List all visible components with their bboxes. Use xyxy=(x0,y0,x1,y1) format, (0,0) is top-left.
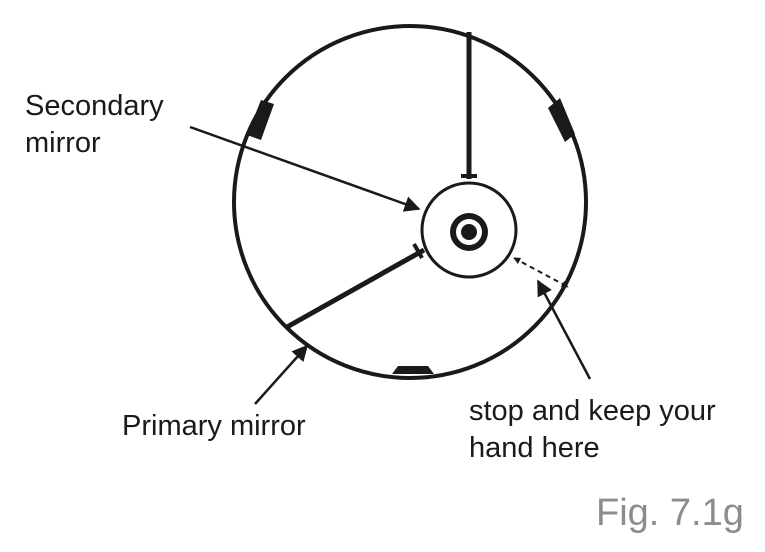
secondary-mirror-label: Secondary mirror xyxy=(25,88,164,162)
stop-hand-label-line-2: hand here xyxy=(469,432,600,464)
primary-mirror-arrow xyxy=(254,344,309,405)
mirror-clip-top-right xyxy=(548,98,575,142)
secondary-mirror-label-line-1: Secondary xyxy=(25,90,164,122)
secondary-mirror-arrow xyxy=(189,125,421,212)
telescope-tube-outline xyxy=(232,24,588,380)
stop-hand-label: stop and keep your hand here xyxy=(469,393,716,467)
clearance-gap-arrow xyxy=(513,257,569,288)
secondary-mirror-label-line-2: mirror xyxy=(25,127,101,159)
stop-hand-label-line-1: stop and keep your xyxy=(469,395,716,427)
primary-mirror-label: Primary mirror xyxy=(122,410,306,442)
spider-vane-lower-left xyxy=(285,247,426,330)
figure-caption: Fig. 7.1g xyxy=(596,492,744,534)
stop-hand-arrow xyxy=(536,279,592,380)
secondary-mirror-center xyxy=(461,224,477,240)
spider-vane-lower-left-foot xyxy=(412,243,424,259)
mirror-clip-top-left xyxy=(247,100,274,140)
mirror-clip-bottom xyxy=(392,366,434,374)
